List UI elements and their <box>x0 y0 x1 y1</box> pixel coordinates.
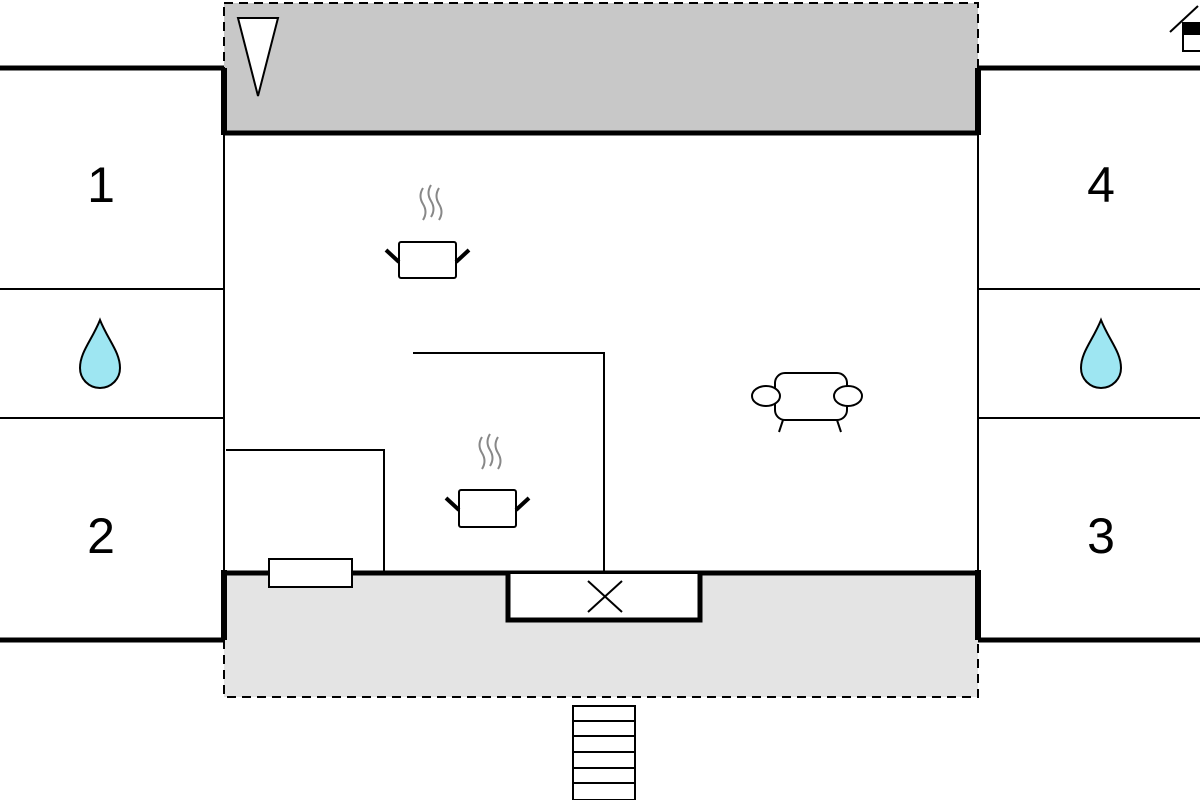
radiator-icon <box>268 558 353 588</box>
room-label-3: 3 <box>1087 508 1115 564</box>
sofa-icon <box>751 372 863 433</box>
home-icon <box>1169 5 1200 52</box>
kitchen-pot-icon <box>384 184 471 279</box>
stairs-icon <box>572 705 636 800</box>
room-label-2: 2 <box>87 508 115 564</box>
room-label-1: 1 <box>87 157 115 213</box>
compass-icon <box>236 17 280 97</box>
water-drop-icon <box>78 317 122 389</box>
kitchen-pot-icon <box>444 433 531 528</box>
fireplace-icon <box>505 572 703 623</box>
upper-terrace <box>223 2 979 134</box>
water-drop-icon <box>1079 317 1123 389</box>
room-label-4: 4 <box>1087 157 1115 213</box>
